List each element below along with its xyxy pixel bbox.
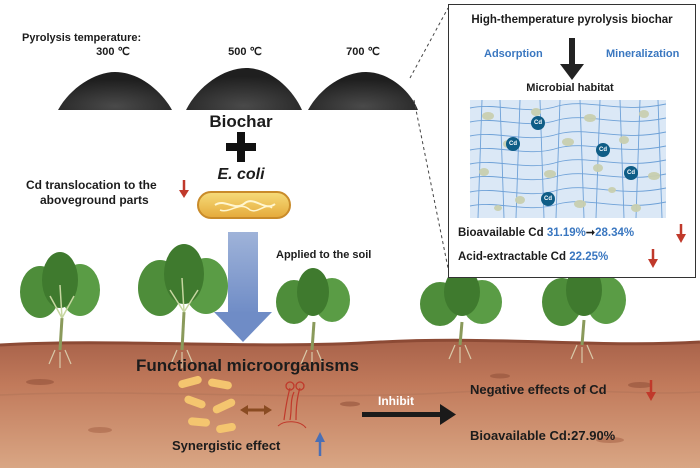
habitat-label: Microbial habitat [526, 82, 614, 94]
fungi-icon [277, 381, 307, 429]
functional-microorganisms-label: Functional microorganisms [136, 356, 359, 375]
plant-2 [138, 244, 228, 368]
acid-row: Acid-extractable Cd 22.25% [458, 251, 608, 263]
ecoli-cell [197, 191, 291, 219]
bioavailable-down-arrow-icon [676, 224, 686, 243]
applied-arrow-icon [214, 232, 272, 342]
acid-down-arrow-icon [648, 249, 658, 268]
inhibit-arrow-icon [362, 404, 456, 425]
soil-layer [0, 338, 700, 468]
ecoli-label: E. coli [217, 166, 265, 183]
temp-label-700: 700 ℃ [346, 46, 380, 58]
acid-label: Acid-extractable Cd [458, 251, 567, 263]
cd-translocation-line1: Cd translocation to the [26, 178, 157, 192]
cd-marker: Cd [624, 166, 638, 180]
cd-markers: Cd Cd Cd Cd Cd [448, 4, 694, 276]
microbial-habitat-mesh [469, 99, 667, 219]
cd-marker: Cd [596, 143, 610, 157]
blue-up-arrow-icon [315, 432, 325, 456]
mineralization-label: Mineralization [606, 48, 680, 60]
bioavailable-to: 28.34% [595, 227, 635, 239]
synergistic-label: Synergistic effect [172, 438, 281, 453]
pyrolysis-label: Pyrolysis temperature: [22, 32, 142, 44]
cd-marker: Cd [506, 137, 520, 151]
bioavailable-row: Bioavailable Cd 31.19%➞28.34% [458, 226, 634, 239]
negative-down-arrow-icon [646, 380, 656, 401]
negative-effects-label: Negative effects of Cd [470, 382, 607, 397]
red-down-arrow-icon [179, 180, 189, 198]
bioavailable-label: Bioavailable Cd [458, 227, 544, 239]
adsorption-label: Adsorption [484, 48, 543, 60]
cd-translocation-line2: aboveground parts [40, 193, 149, 207]
temp-label-300: 300 ℃ [96, 46, 130, 58]
habitat-arrow-icon [560, 38, 584, 80]
right-arrow-icon: ➞ [585, 227, 596, 239]
inset-title: High-themperature pyrolysis biochar [471, 14, 673, 26]
inset-svg [469, 38, 667, 219]
plant-3 [276, 268, 350, 368]
plus-icon [226, 132, 256, 162]
inset-connector [409, 7, 449, 269]
cd-marker: Cd [531, 116, 545, 130]
plant-1 [20, 252, 100, 368]
plant-4 [420, 268, 502, 363]
biochar-label: Biochar [209, 112, 273, 131]
biochar-pile-300 [58, 72, 172, 110]
biochar-pile-700 [308, 72, 418, 110]
inhibit-label: Inhibit [378, 394, 414, 408]
cd-marker: Cd [541, 192, 555, 206]
bioavailable-final-label: Bioavailable Cd:27.90% [470, 428, 616, 443]
temp-label-500: 500 ℃ [228, 46, 262, 58]
interaction-double-arrow-icon [240, 405, 272, 415]
bioavailable-from: 31.19% [546, 227, 586, 239]
bacteria-cluster [178, 375, 236, 434]
acid-value: 22.25% [569, 251, 609, 263]
biochar-pile-500 [186, 68, 302, 110]
applied-label: Applied to the soil [276, 249, 372, 261]
